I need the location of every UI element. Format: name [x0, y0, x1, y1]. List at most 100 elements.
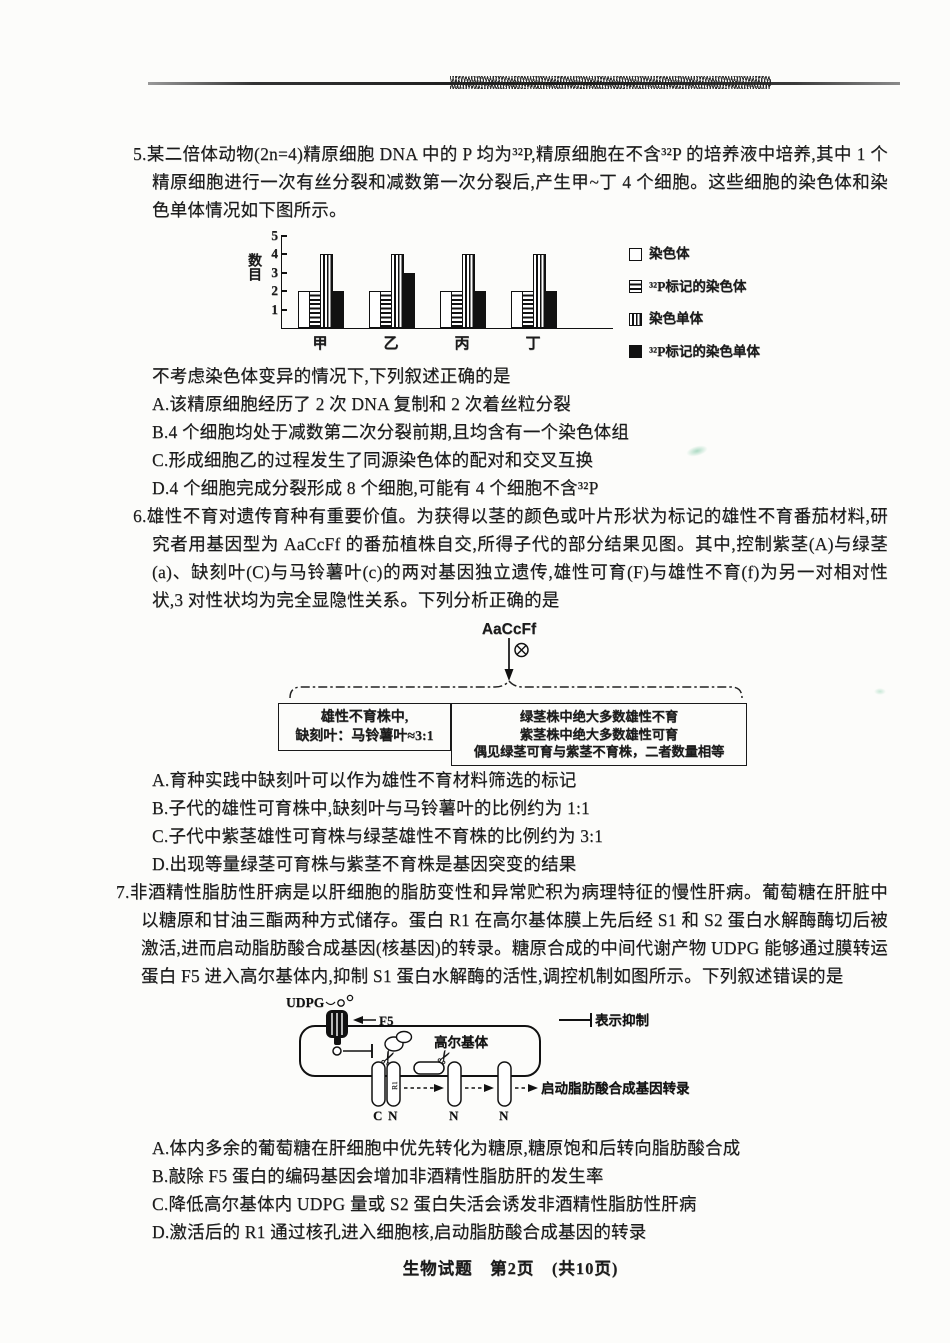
- terminal-n3-label: N: [499, 1108, 509, 1123]
- golgi-membrane: [299, 1025, 541, 1077]
- question-6-text: 6.雄性不育对遗传育种有重要价值。为获得以茎的颜色或叶片形状为标记的雄性不育番茄…: [133, 502, 888, 614]
- offspring-right-box: 绿茎株中绝大多数雄性不育 紫茎株中绝大多数雄性可育 偶见绿茎可育与紫茎不育株，二…: [451, 703, 747, 766]
- output-label: 启动脂肪酸合成基因转录: [541, 1080, 690, 1096]
- question-6: 6.雄性不育对遗传育种有重要价值。为获得以茎的颜色或叶片形状为标记的雄性不育番茄…: [133, 502, 888, 878]
- legend-swatch-icon: [629, 345, 642, 358]
- question-6-body: 雄性不育对遗传育种有重要价值。为获得以茎的颜色或叶片形状为标记的雄性不育番茄材料…: [146, 506, 888, 610]
- legend-row: ³²P标记的染色体: [629, 273, 760, 301]
- y-axis-tickmark: [281, 290, 287, 292]
- bar-row: [298, 254, 344, 328]
- self-cross-icon: [514, 642, 529, 658]
- legend-label: 染色单体: [649, 311, 703, 326]
- category-label: 乙: [383, 336, 399, 352]
- terminal-c-label: C: [373, 1108, 382, 1123]
- bar-row: [511, 254, 557, 328]
- s1-protease-icon: ✂: [376, 1030, 413, 1071]
- q7-option-a: A.体内多余的葡萄糖在肝细胞中优先转化为糖原,糖原饱和后转向脂肪酸合成: [152, 1138, 741, 1158]
- scan-fold-artifact: [148, 76, 900, 89]
- question-5: 5.某二倍体动物(2n=4)精原细胞 DNA 中的 P 均为³²P,精原细胞在不…: [133, 140, 888, 502]
- y-axis-tick: 1: [271, 301, 278, 317]
- legend-label: 染色体: [649, 246, 690, 261]
- legend-row: 染色单体: [629, 305, 760, 333]
- parent-genotype: AaCcFf: [481, 621, 537, 638]
- f5-transporter-icon: [326, 1010, 348, 1056]
- chart-y-axis-label: 数目: [246, 253, 261, 281]
- y-axis-tick: 2: [271, 283, 278, 298]
- question-6-number: 6.: [133, 506, 147, 526]
- q6-cross-diagram: AaCcFf 雄性不育株中, 缺刻叶：马铃薯叶≈3:1 绿茎株中绝大多数雄性不育: [133, 616, 888, 766]
- y-axis-tickmark: [281, 271, 287, 274]
- question-5-stem: 不考虑染色体变异的情况下,下列叙述正确的是: [152, 366, 511, 386]
- udpg-label: UDPG: [286, 995, 325, 1010]
- f5-pointer-arrow: [353, 1016, 376, 1024]
- legend-swatch-icon: [629, 247, 642, 261]
- category-label: 丙: [454, 336, 470, 352]
- r1-fragment-1: [447, 1061, 462, 1107]
- q5-chart-legend: 染色体 ³²P标记的染色体染色单体 ³²P标记的染色单体: [629, 231, 760, 359]
- legend-row: ³²P标记的染色单体: [629, 338, 760, 366]
- legend-row: 染色体: [629, 240, 760, 268]
- exam-content: 5.某二倍体动物(2n=4)精原细胞 DNA 中的 P 均为³²P,精原细胞在不…: [116, 140, 888, 1283]
- q6-option-d: D.出现等量绿茎可育株与紫茎不育株是基因突变的结果: [152, 854, 577, 874]
- offspring-brace: [289, 680, 743, 699]
- right-box-line1: 绿茎株中绝大多数雄性不育: [519, 709, 679, 724]
- inhibition-legend-label: 表示抑制: [595, 1012, 649, 1028]
- q7-option-d: D.激活后的 R1 通过核孔进入细胞核,启动脂肪酸合成基因的转录: [152, 1222, 647, 1242]
- y-axis-tickmark: [281, 234, 287, 237]
- q5-option-d: D.4 个细胞完成分裂形成 8 个细胞,可能有 4 个细胞不含³²P: [152, 478, 599, 498]
- bar-row: [369, 254, 415, 328]
- golgi-label: 高尔基体: [434, 1034, 488, 1050]
- y-axis-tickmark: [281, 308, 287, 311]
- category-label: 甲: [312, 336, 328, 352]
- self-cross-arrow: [504, 638, 529, 681]
- question-5-body: 某二倍体动物(2n=4)精原细胞 DNA 中的 P 均为³²P,精原细胞在不含³…: [146, 144, 888, 220]
- y-axis-tick: 5: [271, 227, 278, 243]
- left-box-line1: 雄性不育株中,: [320, 710, 409, 725]
- bar-³²P标记的染色单体: [473, 291, 486, 328]
- page-footer: 生物试题 第2页 (共10页): [402, 1259, 619, 1278]
- legend-label: ³²P标记的染色单体: [649, 343, 760, 359]
- q7-option-c: C.降低高尔基体内 UDPG 量或 S2 蛋白失活会诱发非酒精性脂肪性肝病: [152, 1194, 697, 1214]
- legend-swatch-icon: [629, 312, 642, 326]
- q6-option-b: B.子代的雄性可育株中,缺刻叶与马铃薯叶的比例约为 1:1: [152, 798, 590, 818]
- y-axis-tick: 4: [271, 246, 278, 261]
- udpg-molecules-icon: [325, 994, 354, 1007]
- terminal-n2-label: N: [449, 1108, 459, 1123]
- bar-³²P标记的染色单体: [402, 272, 415, 328]
- question-5-text: 5.某二倍体动物(2n=4)精原细胞 DNA 中的 P 均为³²P,精原细胞在不…: [133, 140, 888, 224]
- question-7-number: 7.: [116, 882, 130, 902]
- q5-option-b: B.4 个细胞均处于减数第二次分裂前期,且均含有一个染色体组: [152, 422, 630, 442]
- q5-bar-chart: 数目 甲 乙 丙 丁 1 2 3 4 5 染色体 ³²P标记的染色体染色单体 ³²P标记的染色单体: [245, 228, 888, 359]
- bar-³²P标记的染色单体: [331, 291, 344, 328]
- question-7: 7.非酒精性脂肪性肝病是以肝细胞的脂肪变性和异常贮积为病理特征的慢性肝病。葡萄糖…: [116, 878, 888, 1246]
- q5-option-c: C.形成细胞乙的过程发生了同源染色体的配对和交叉互换: [152, 450, 594, 470]
- r1-protein-icon: R1: [371, 1061, 401, 1107]
- offspring-left-box: 雄性不育株中, 缺刻叶：马铃薯叶≈3:1: [278, 703, 451, 751]
- left-box-line2: 缺刻叶：马铃薯叶≈3:1: [295, 729, 434, 744]
- q5-chart-plot: 甲 乙 丙 丁 1 2 3 4 5: [271, 228, 613, 352]
- category-label: 丁: [525, 336, 541, 352]
- right-box-line2: 紫茎株中绝大多数雄性可育: [519, 726, 679, 742]
- q7-option-b: B.敲除 F5 蛋白的编码基因会增加非酒精性脂肪肝的发生率: [152, 1166, 604, 1186]
- q5-option-a: A.该精原细胞经历了 2 次 DNA 复制和 2 次着丝粒分裂: [152, 394, 571, 414]
- inhibition-line: [343, 1044, 373, 1058]
- r1-label: R1: [390, 1081, 399, 1090]
- question-7-body: 非酒精性脂肪性肝病是以肝细胞的脂肪变性和异常贮积为病理特征的慢性肝病。葡萄糖在肝…: [129, 882, 888, 986]
- bar-row: [440, 254, 486, 328]
- question-5-number: 5.: [133, 144, 147, 164]
- scan-fold-texture: [450, 76, 772, 89]
- q6-option-a: A.育种实践中缺刻叶可以作为雄性不育材料筛选的标记: [152, 770, 577, 790]
- progression-arrows: [404, 1084, 538, 1092]
- legend-swatch-icon: [629, 280, 642, 293]
- right-box-line3: 偶见绿茎可育与紫茎不育株，二者数量相等: [473, 744, 725, 759]
- question-7-text: 7.非酒精性脂肪性肝病是以肝细胞的脂肪变性和异常贮积为病理特征的慢性肝病。葡萄糖…: [116, 878, 888, 990]
- inhibition-legend-icon: [559, 1013, 592, 1027]
- y-axis-tickmark: [281, 253, 287, 255]
- bar-³²P标记的染色单体: [544, 291, 557, 328]
- f5-label: F5: [379, 1013, 394, 1028]
- q7-golgi-diagram: 高尔基体 UDPG F5: [286, 994, 690, 1123]
- legend-label: ³²P标记的染色体: [649, 278, 747, 294]
- y-axis-tick: 3: [271, 264, 278, 280]
- r1-fragment-2: [497, 1061, 512, 1107]
